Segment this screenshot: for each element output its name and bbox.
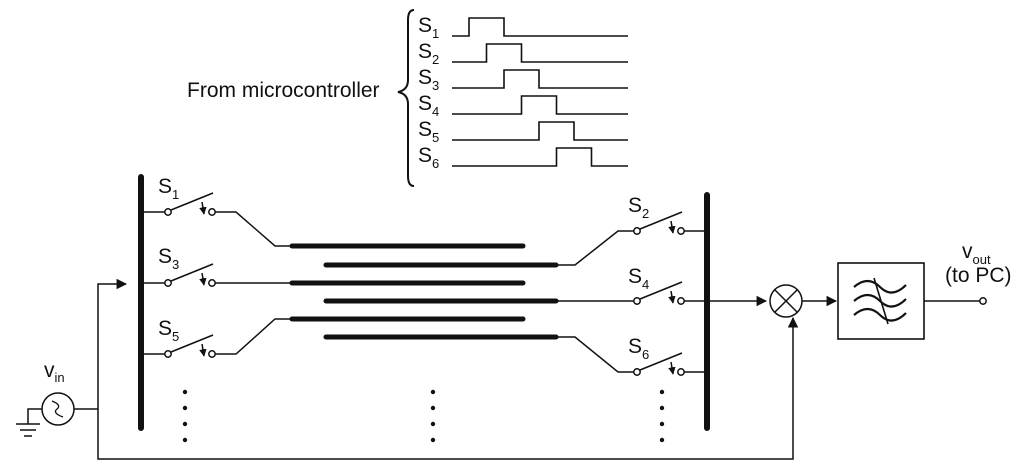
timing-wave-s3: [452, 69, 628, 89]
to-pc-label: (to PC): [945, 264, 1012, 287]
timing-wave-s1: [452, 17, 628, 37]
timing-wave-s6: [452, 147, 628, 167]
delay-lines: [289, 243, 559, 340]
switch-s5-label: S5: [158, 317, 179, 344]
switch-s1: [141, 192, 292, 247]
switch-s6: [556, 336, 707, 376]
switch-s4-label: S4: [628, 265, 649, 292]
switch-s3: [141, 263, 292, 287]
timing-label-s3: S3: [418, 66, 439, 93]
switch-s2-label: S2: [628, 194, 649, 221]
switch-s2: [556, 211, 707, 266]
switch-s1-label: S1: [158, 175, 179, 202]
sine-wave-icon: [51, 400, 64, 418]
output-terminal: [979, 297, 987, 305]
timing-wave-s5: [452, 121, 628, 141]
timing-waveforms: [452, 17, 628, 167]
from-microcontroller-label: From microcontroller: [187, 79, 380, 102]
switch-s5: [141, 318, 292, 358]
filter-icon: [853, 277, 907, 325]
continuation-dots: [182, 389, 665, 443]
switch-s4: [556, 281, 707, 305]
vin-label: vin: [44, 359, 65, 385]
input-signal-wire: [74, 278, 128, 410]
timing-label-s1: S1: [418, 14, 439, 41]
timing-wave-s4: [452, 95, 628, 115]
timing-label-s6: S6: [418, 144, 439, 171]
switch-s6-label: S6: [628, 335, 649, 362]
timing-label-s4: S4: [418, 92, 439, 119]
reference-wire: [97, 316, 799, 460]
timing-label-s2: S2: [418, 40, 439, 67]
timing-label-s5: S5: [418, 118, 439, 145]
vout-label: vout: [962, 240, 991, 267]
ground-symbol: [16, 408, 42, 437]
timing-wave-s2: [452, 43, 628, 63]
ac-source-icon: [41, 392, 75, 426]
switch-s3-label: S3: [158, 245, 179, 272]
signals-brace: [397, 9, 415, 187]
